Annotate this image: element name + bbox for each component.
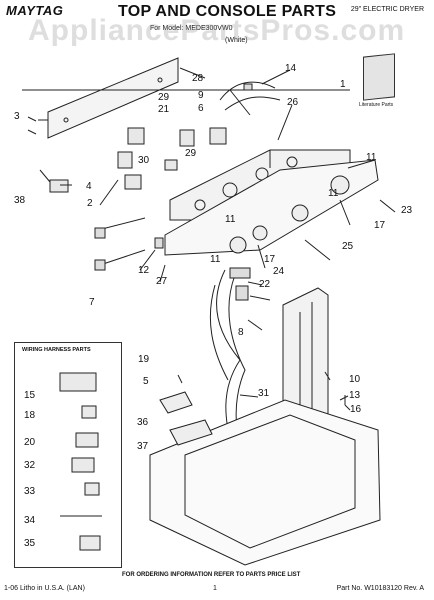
harness-part-35: [79, 535, 101, 551]
callout-12: 12: [138, 265, 150, 276]
switch-1: [127, 127, 145, 145]
watermark: AppliancePartsPros.com: [28, 14, 406, 47]
harness-part-15: [59, 372, 97, 392]
wiring-harness-parts-box: [14, 342, 122, 568]
callout-11-a: 11: [366, 152, 377, 163]
callout-29-a: 29: [158, 92, 170, 103]
callout-14: 14: [285, 63, 297, 74]
switch-2: [179, 129, 195, 147]
knob-left: [229, 236, 247, 254]
switch-4: [117, 151, 133, 169]
callout-1: 1: [340, 79, 346, 90]
rear-panel: [47, 57, 179, 139]
knob-center: [252, 225, 268, 241]
literature-parts-label: Literature Parts: [359, 102, 394, 108]
callout-24: 24: [273, 266, 285, 277]
callout-4: 4: [86, 181, 92, 192]
callout-38: 38: [14, 195, 26, 206]
callout-18: 18: [24, 410, 36, 421]
callout-28: 28: [192, 73, 204, 84]
callout-15: 15: [24, 390, 36, 401]
footer-part-number: Part No. W10183120 Rev. A: [336, 585, 424, 592]
callout-17-b: 17: [264, 254, 276, 265]
callout-5: 5: [143, 376, 149, 387]
switch-3: [209, 127, 227, 145]
callout-20: 20: [24, 437, 36, 448]
top-panel: [149, 399, 381, 566]
page-title: TOP AND CONSOLE PARTS: [118, 3, 337, 20]
callout-17-a: 17: [374, 220, 386, 231]
callout-35: 35: [24, 538, 36, 549]
callout-32: 32: [24, 460, 36, 471]
wire-harness-top: [219, 81, 281, 116]
wiring-harness-parts-title: WIRING HARNESS PARTS: [22, 347, 91, 353]
callout-10: 10: [349, 374, 361, 385]
knob-right-2: [330, 175, 350, 195]
callout-6: 6: [198, 103, 204, 114]
model-number: For Model: MEDE300VW0: [150, 25, 233, 32]
callout-8: 8: [238, 327, 244, 338]
callout-22: 22: [259, 279, 271, 290]
footer-litho: 1-06 Litho in U.S.A. (LAN): [4, 585, 85, 592]
callout-34: 34: [24, 515, 36, 526]
callout-23: 23: [401, 205, 413, 216]
callout-2: 2: [87, 198, 93, 209]
callout-36: 36: [137, 417, 149, 428]
callout-25: 25: [342, 241, 354, 252]
callout-13: 13: [349, 390, 361, 401]
callout-11-b: 11: [328, 188, 339, 199]
console-back: [164, 159, 379, 256]
wire-7: [99, 249, 146, 266]
callout-7: 7: [89, 297, 95, 308]
harness-part-20: [75, 432, 99, 448]
callout-27: 27: [156, 276, 168, 287]
ordering-info-note: FOR ORDERING INFORMATION REFER TO PARTS …: [122, 572, 301, 578]
callout-21: 21: [158, 104, 170, 115]
callout-29-b: 29: [185, 148, 197, 159]
product-subtitle: 29" ELECTRIC DRYER: [350, 6, 424, 13]
callout-11-c: 11: [225, 214, 236, 225]
wire-2: [97, 217, 146, 231]
callout-19: 19: [138, 354, 150, 365]
callout-9: 9: [198, 90, 204, 101]
harness-part-32: [71, 457, 95, 473]
knob-right-1: [291, 204, 309, 222]
callout-31: 31: [258, 388, 270, 399]
hinge-5: [159, 391, 193, 414]
callout-3: 3: [14, 111, 20, 122]
plug-38: [49, 179, 69, 193]
callout-33: 33: [24, 486, 36, 497]
screw-left-1: [27, 116, 37, 122]
callout-26: 26: [287, 97, 299, 108]
callout-16: 16: [350, 404, 362, 415]
harness-part-18: [81, 405, 97, 419]
bracket-12: [154, 237, 164, 249]
harness-part-33: [84, 482, 100, 496]
callout-30: 30: [138, 155, 150, 166]
brand-logo: MAYTAG: [6, 3, 64, 18]
callout-11-d: 11: [210, 254, 221, 265]
model-color: (White): [225, 37, 248, 44]
hinge-36: [169, 419, 213, 446]
screw-left-2: [27, 129, 37, 135]
callout-37: 37: [137, 441, 149, 452]
footer-page-number: 1: [213, 585, 217, 592]
switch-5: [124, 174, 142, 190]
switch-6: [164, 159, 178, 171]
